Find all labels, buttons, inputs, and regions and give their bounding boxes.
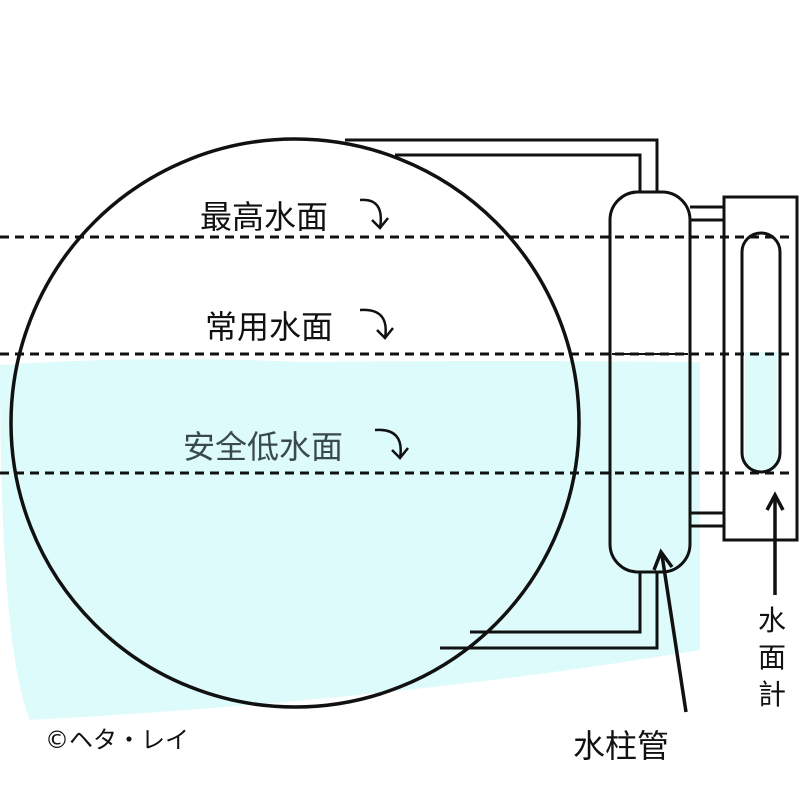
top-pipe: [345, 138, 659, 192]
safe-low-level-label: 安全低水面: [183, 428, 343, 466]
water-column-label: 水柱管: [573, 727, 669, 765]
gauge-label-char-2: 面: [758, 641, 786, 674]
arrow-icon: [652, 491, 785, 713]
bottom-pipe: [440, 572, 659, 650]
water-gauge-frame: [722, 195, 799, 542]
boiler-drum: [9, 137, 581, 709]
water-column: [608, 190, 692, 574]
gauge-water-fill: [745, 352, 777, 470]
curved-arrow-icon: [359, 198, 409, 460]
highest-level-label: 最高水面: [200, 198, 328, 236]
gauge-connectors: [690, 205, 724, 528]
credit-text: ©ヘタ・レイ: [45, 726, 189, 754]
gauge-label-char-1: 水: [758, 604, 786, 637]
gauge-label-char-3: 計: [758, 678, 786, 711]
water-fill: [0, 359, 700, 720]
normal-level-label: 常用水面: [205, 308, 333, 346]
level-lines: [0, 235, 790, 475]
